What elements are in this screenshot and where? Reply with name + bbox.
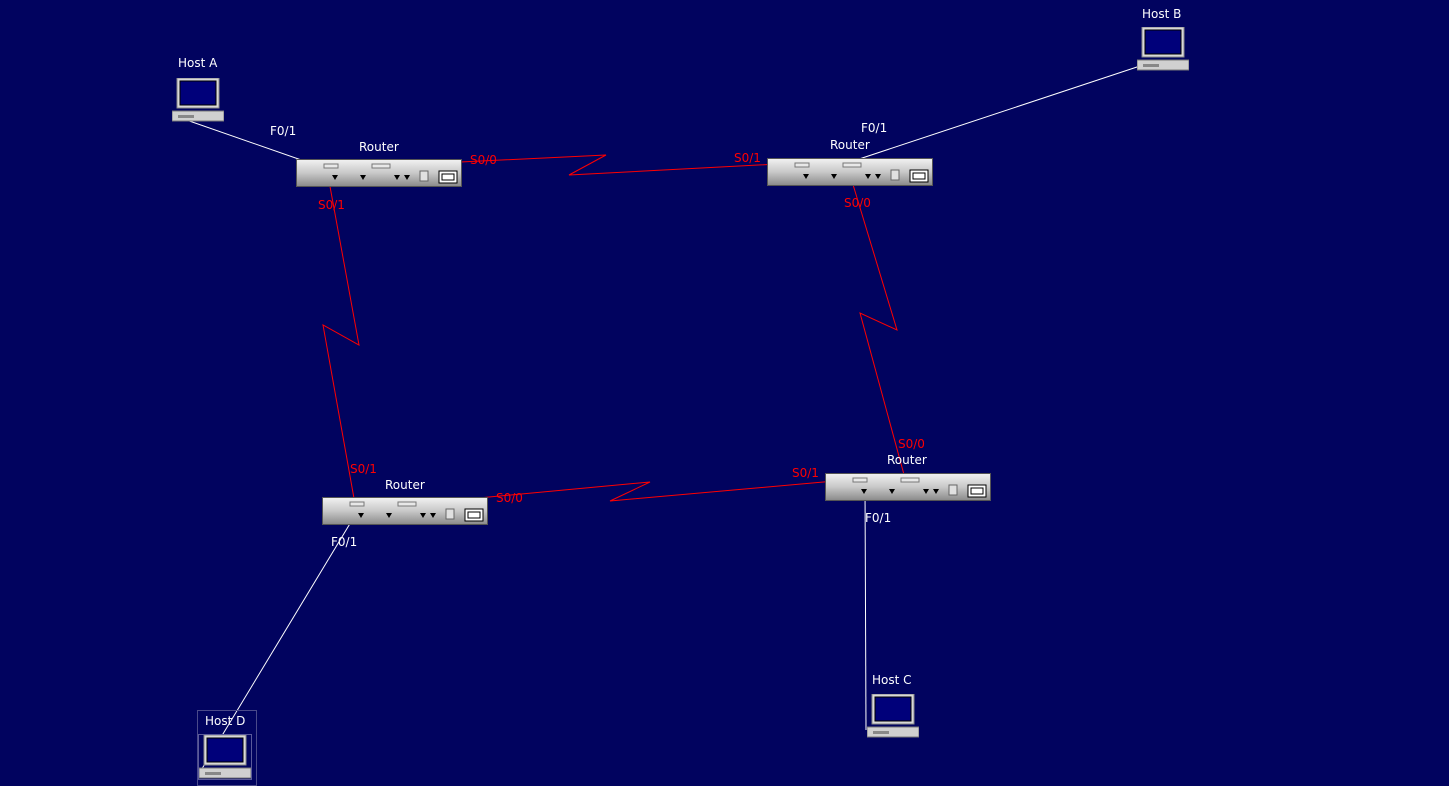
router-r1[interactable] (296, 159, 462, 187)
port-label-r3-s0-0: S0/0 (496, 491, 523, 505)
host-D-label: Host D (205, 714, 246, 728)
computer-icon (198, 734, 252, 779)
host-A-label: Host A (178, 56, 218, 70)
link-r4-hostC[interactable] (864, 484, 867, 731)
port-label-r1-s0-0: S0/0 (470, 153, 497, 167)
port-label-r1-s0-1: S0/1 (318, 198, 345, 212)
serial-link-r1-r3[interactable] (322, 169, 360, 505)
host-A[interactable] (171, 77, 225, 122)
host-B[interactable] (1136, 26, 1190, 71)
router-r2[interactable] (767, 158, 933, 186)
computer-icon (1136, 26, 1190, 71)
computer-icon (866, 693, 920, 738)
router-icon (767, 158, 933, 186)
router-r1-label: Router (359, 140, 399, 154)
router-r2-label: Router (830, 138, 870, 152)
link-r3-hostD[interactable] (199, 511, 358, 773)
port-label-r2-s0-0: S0/0 (844, 196, 871, 210)
router-icon (825, 473, 991, 501)
host-B-label: Host B (1142, 7, 1182, 21)
port-label-r3-s0-1: S0/1 (350, 462, 377, 476)
port-label-r4-s0-0: S0/0 (898, 437, 925, 451)
router-r4[interactable] (825, 473, 991, 501)
link-hostB-r2[interactable] (831, 65, 1141, 169)
router-r3-label: Router (385, 478, 425, 492)
host-C-label: Host C (872, 673, 912, 687)
host-D[interactable] (198, 734, 252, 780)
serial-link-r2-r4[interactable] (847, 167, 907, 483)
port-label-r2-s0-1: S0/1 (734, 151, 761, 165)
serial-link-r1-r2[interactable] (377, 154, 798, 176)
port-label-r1-f0-1: F0/1 (270, 124, 297, 138)
router-icon (296, 159, 462, 187)
port-label-r2-f0-1: F0/1 (861, 121, 888, 135)
port-label-r3-f0-1: F0/1 (331, 535, 358, 549)
computer-icon (171, 77, 225, 122)
port-label-r4-s0-1: S0/1 (792, 466, 819, 480)
router-icon (322, 497, 488, 525)
port-label-r4-f0-1: F0/1 (865, 511, 892, 525)
host-C[interactable] (866, 693, 920, 738)
serial-link-r3-r4[interactable] (403, 478, 858, 506)
router-r4-label: Router (887, 453, 927, 467)
router-r3[interactable] (322, 497, 488, 525)
